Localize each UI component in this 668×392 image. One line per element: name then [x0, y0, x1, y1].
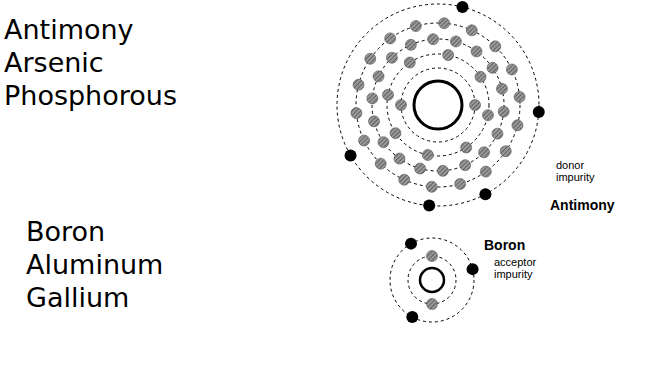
- inner-electron: [390, 128, 401, 139]
- inner-electron: [385, 33, 396, 44]
- valence-electron: [467, 263, 479, 275]
- inner-electron: [443, 50, 454, 61]
- inner-electron: [359, 135, 370, 146]
- inner-electron: [365, 53, 376, 64]
- inner-electron: [369, 116, 380, 127]
- inner-electron: [490, 41, 501, 52]
- impurity-note: donor impurity: [556, 160, 614, 183]
- nucleus: [420, 268, 444, 292]
- inner-electron: [405, 39, 416, 50]
- electron-shell: [356, 23, 520, 187]
- inner-electron: [386, 52, 397, 63]
- inner-electron: [460, 160, 471, 171]
- inner-electron: [375, 158, 386, 169]
- inner-electron: [480, 166, 491, 177]
- inner-electron: [437, 165, 448, 176]
- valence-electron: [423, 200, 435, 212]
- inner-electron: [466, 25, 477, 36]
- inner-electron: [482, 110, 493, 121]
- acceptor-element: Aluminum: [26, 251, 163, 279]
- donor-element: Arsenic: [4, 49, 104, 77]
- valence-electron: [479, 188, 491, 200]
- inner-electron: [378, 137, 389, 148]
- inner-electron: [351, 108, 362, 119]
- inner-electron: [492, 128, 503, 139]
- inner-electron: [450, 36, 461, 47]
- electron-shell: [390, 238, 474, 322]
- electron-shell: [401, 68, 475, 142]
- electron-shell: [372, 39, 504, 171]
- inner-electron: [470, 100, 481, 111]
- electron-shell: [387, 54, 489, 156]
- impurity-note: acceptor impurity: [494, 257, 556, 280]
- electron-shell: [337, 4, 539, 206]
- inner-electron: [512, 120, 523, 131]
- inner-electron: [396, 100, 407, 111]
- acceptor-element: Gallium: [26, 284, 129, 312]
- inner-electron: [439, 18, 450, 29]
- atom-name: Boron: [484, 238, 525, 253]
- inner-electron: [427, 251, 438, 262]
- inner-electron: [415, 163, 426, 174]
- inner-electron: [394, 153, 405, 164]
- inner-electron: [399, 174, 410, 185]
- inner-electron: [496, 83, 507, 94]
- inner-electron: [487, 62, 498, 73]
- inner-electron: [373, 71, 384, 82]
- inner-electron: [383, 89, 394, 100]
- valence-electron: [345, 150, 357, 162]
- inner-electron: [426, 181, 437, 192]
- electron-shell: [408, 256, 456, 304]
- acceptor-element: Boron: [26, 218, 105, 246]
- inner-electron: [410, 21, 421, 32]
- atom-name: Antimony: [550, 198, 615, 213]
- valence-electron: [533, 106, 545, 118]
- donor-element: Phosphorous: [4, 82, 177, 110]
- boron-atom: [390, 238, 479, 323]
- valence-electron: [406, 311, 418, 323]
- inner-electron: [353, 79, 364, 90]
- inner-electron: [506, 64, 517, 75]
- inner-electron: [479, 147, 490, 158]
- inner-electron: [461, 142, 472, 153]
- inner-electron: [498, 106, 509, 117]
- valence-electron: [405, 238, 417, 250]
- inner-electron: [471, 46, 482, 57]
- inner-electron: [500, 146, 511, 157]
- inner-electron: [404, 57, 415, 68]
- inner-electron: [422, 149, 433, 160]
- inner-electron: [514, 91, 525, 102]
- valence-electron: [456, 1, 468, 13]
- inner-electron: [367, 93, 378, 104]
- nucleus: [414, 81, 462, 129]
- antimony-atom: [337, 1, 545, 212]
- inner-electron: [475, 71, 486, 82]
- inner-electron: [455, 178, 466, 189]
- inner-electron: [427, 299, 438, 310]
- donor-element: Antimony: [4, 16, 134, 44]
- inner-electron: [428, 34, 439, 45]
